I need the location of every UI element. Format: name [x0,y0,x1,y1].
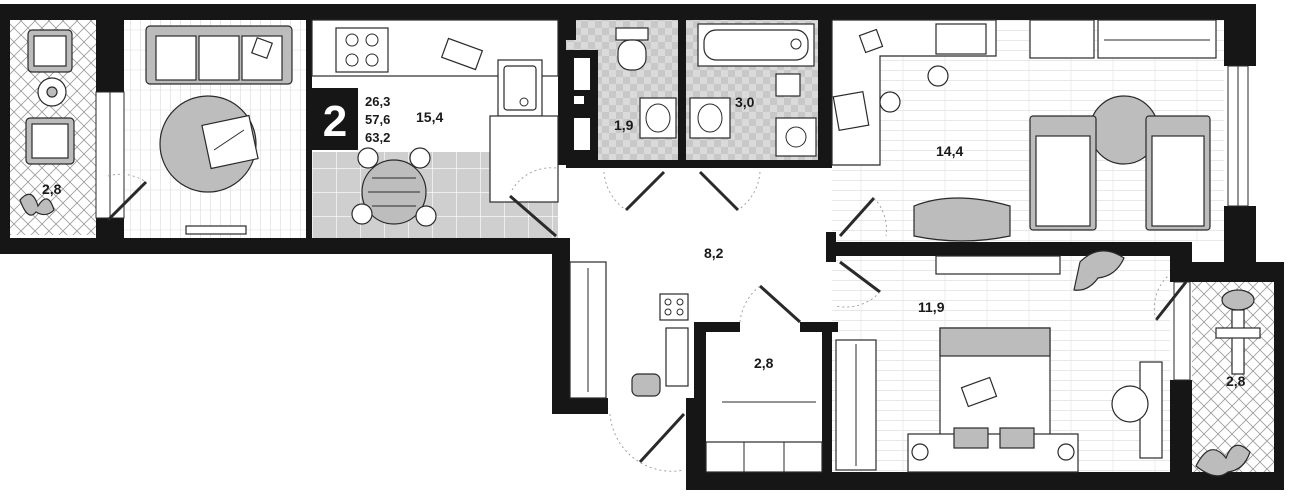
label-room-top: 14,4 [936,143,963,159]
label-room-bottom: 11,9 [918,299,945,315]
balcony-right-furniture [1195,289,1261,477]
area-summary: 26,3 57,6 63,2 [365,94,390,145]
area-living: 26,3 [365,94,390,109]
area-total: 57,6 [365,112,390,127]
label-bathroom: 3,0 [735,94,755,110]
kitchen-furniture [311,19,559,227]
label-balcony-right: 2,8 [1226,373,1246,389]
area-total-with-balcony: 63,2 [365,130,390,145]
label-balcony-left: 2,8 [42,181,62,197]
balcony-left-furniture [19,29,75,216]
label-toilet: 1,9 [614,117,634,133]
walls [0,4,1284,490]
closet-furniture [705,401,823,473]
room-count: 2 [323,97,347,146]
living-room-furniture [145,25,293,235]
room-count-badge: 2 [312,88,358,150]
room-bottom-furniture [835,250,1163,473]
windows [95,65,1249,381]
room-labels: 2,8 15,4 1,9 3,0 14,4 8,2 2,8 11,9 2,8 [42,94,1246,389]
room-top-furniture [831,19,1217,242]
doors [106,167,1188,472]
hallway-furniture [569,261,689,399]
label-hallway: 8,2 [704,245,724,261]
label-kitchen: 15,4 [416,109,443,125]
label-closet: 2,8 [754,355,774,371]
bathroom-furniture [689,23,817,157]
toilet-furniture [615,27,677,139]
